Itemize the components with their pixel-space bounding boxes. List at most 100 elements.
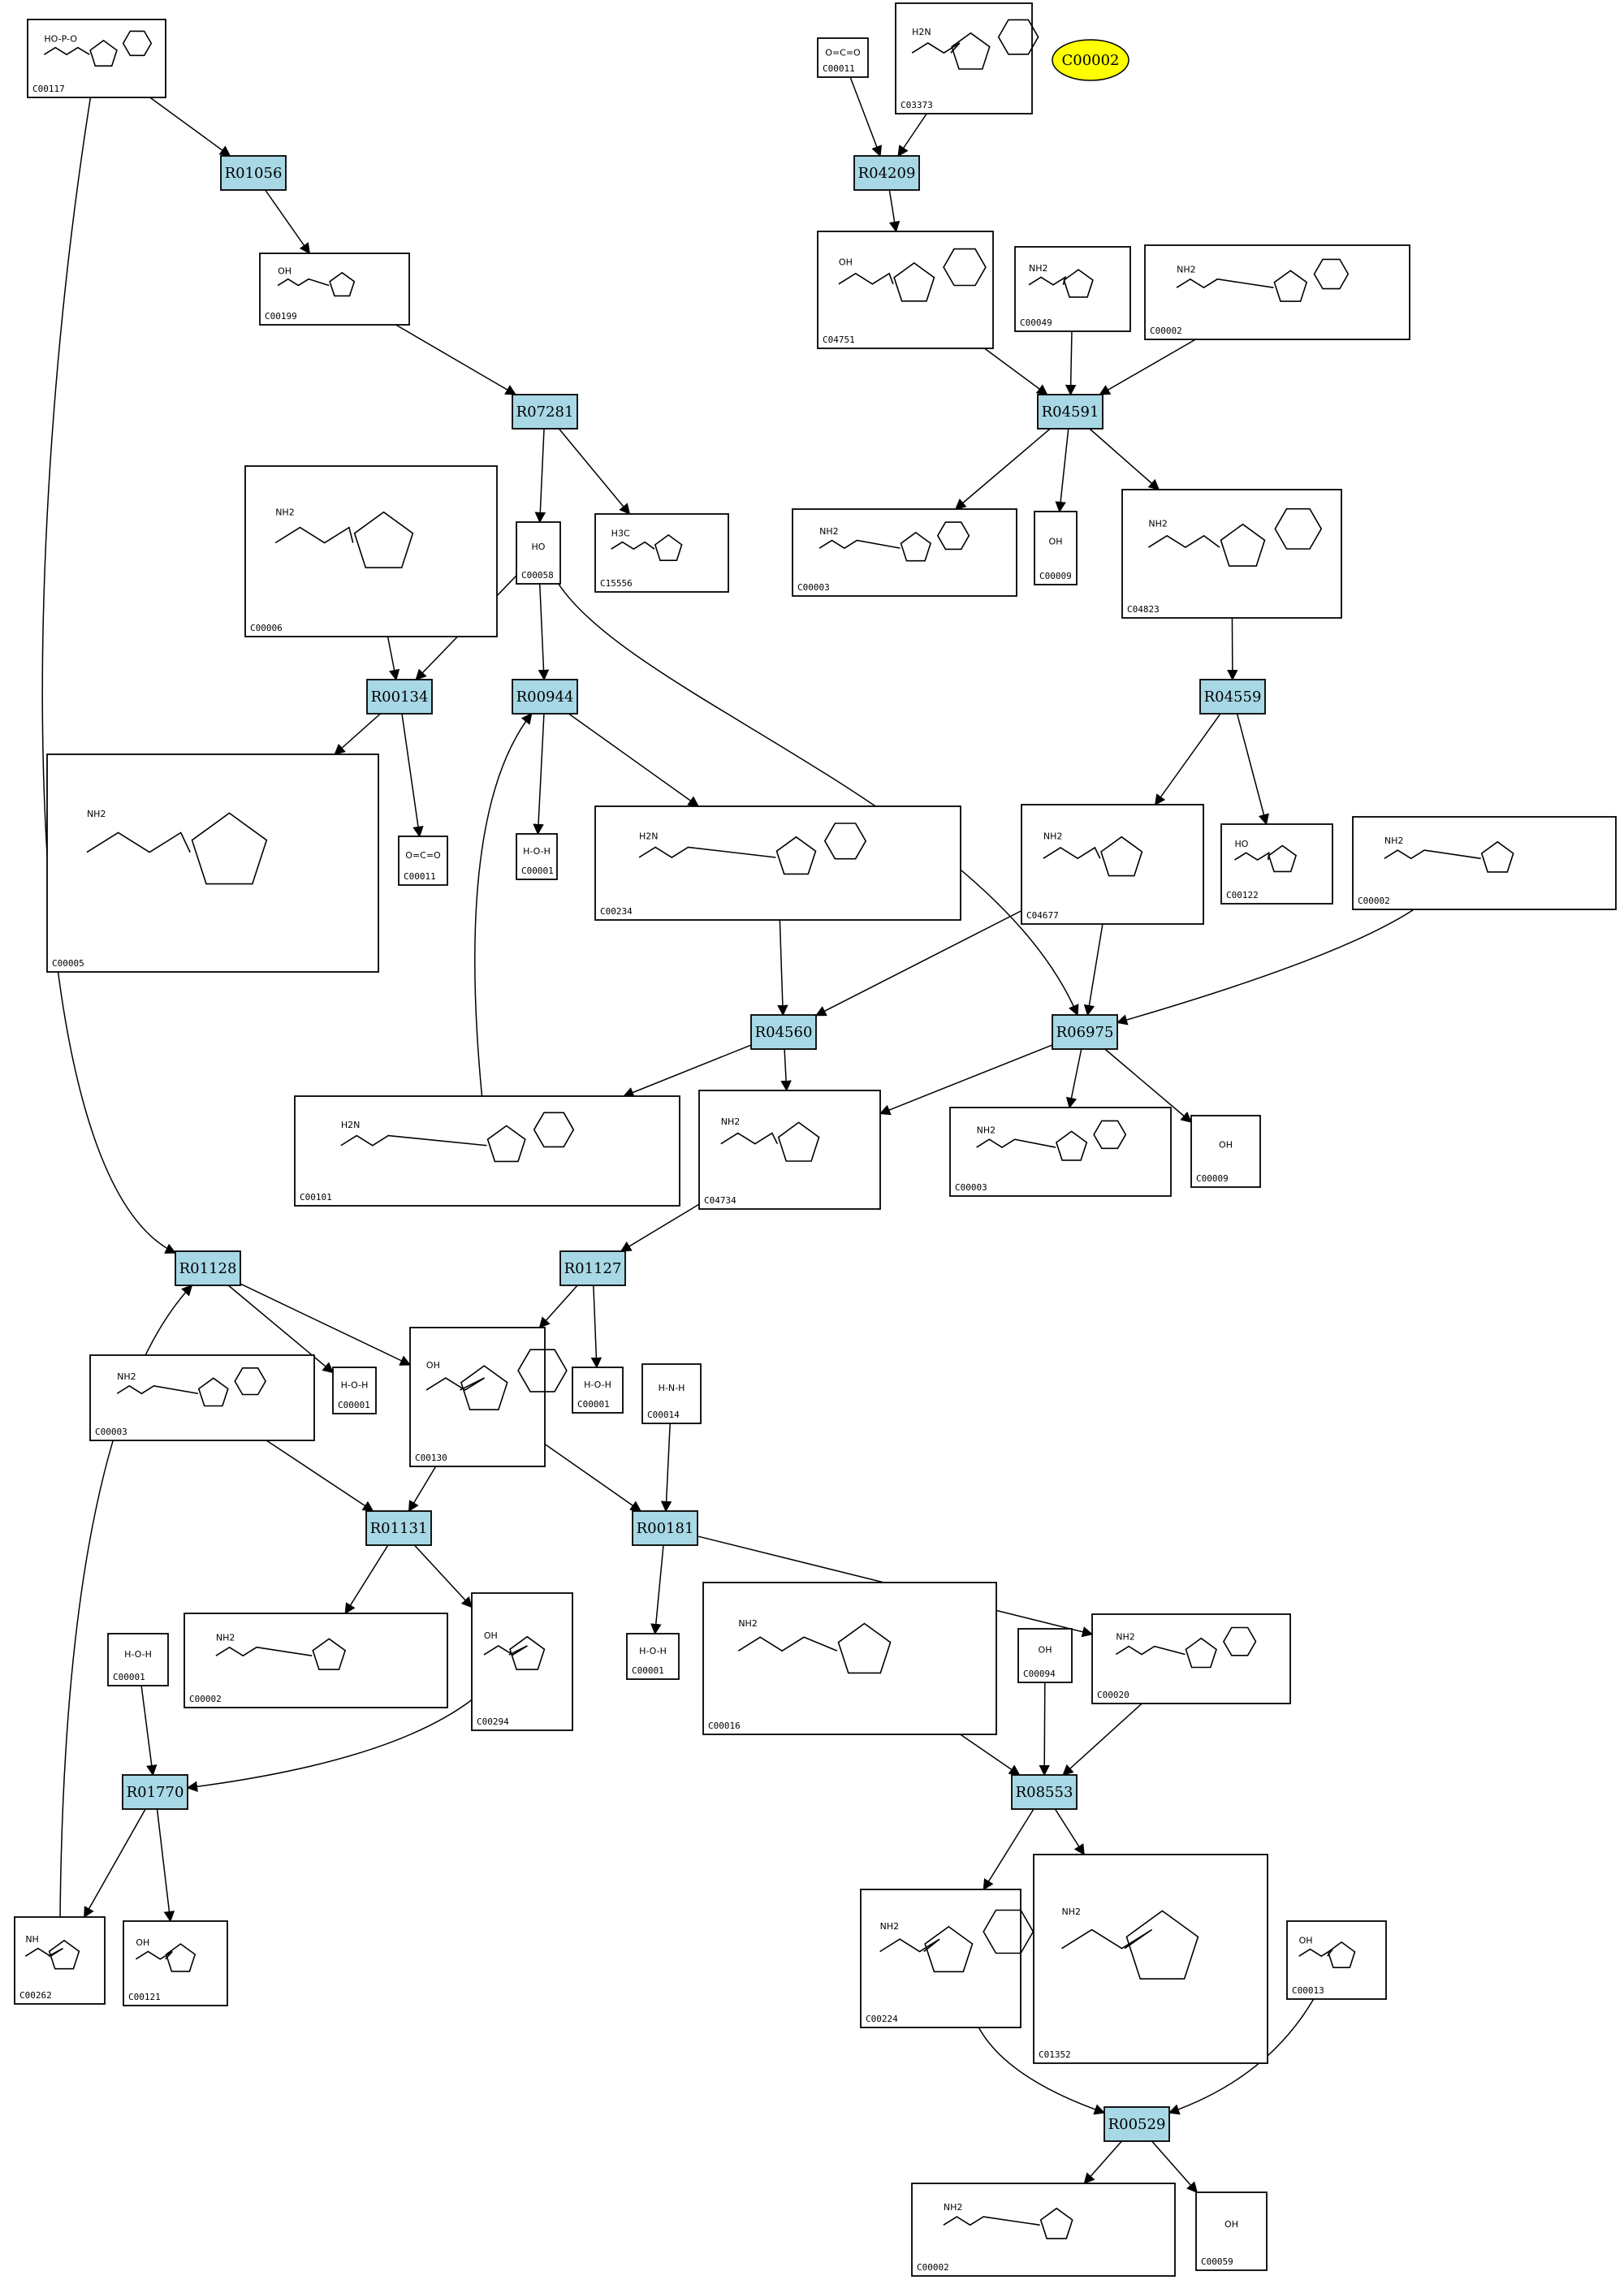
reaction-node-r04591[interactable]: R04591: [1037, 394, 1104, 430]
structure-drawing: O=C=O: [405, 850, 441, 861]
compound-frame: [107, 1633, 169, 1686]
reaction-node-r01127[interactable]: R01127: [559, 1250, 626, 1286]
reaction-node-r04559[interactable]: R04559: [1199, 679, 1266, 715]
formula-text: H-O-H: [124, 1649, 152, 1660]
reaction-node-r08553[interactable]: R08553: [1011, 1774, 1078, 1810]
compound-frame: [1121, 489, 1342, 619]
edge-r01128-to-c00130: [240, 1283, 412, 1366]
formula-text: OH: [1039, 1645, 1052, 1656]
reaction-node-r01128[interactable]: R01128: [175, 1250, 241, 1286]
formula-text: NH2: [275, 507, 295, 517]
formula-text: O=C=O: [825, 48, 861, 58]
formula-text: H-O-H: [523, 846, 551, 857]
reaction-node-r04209[interactable]: R04209: [853, 155, 920, 191]
structure-drawing: H-O-H: [341, 1380, 369, 1391]
structure-drawing: H-O-H: [523, 846, 551, 857]
reaction-node-r04560[interactable]: R04560: [750, 1014, 817, 1050]
compound-frame: [895, 2, 1033, 114]
formula-text: NH2: [1029, 263, 1048, 274]
reaction-node-r00944[interactable]: R00944: [512, 679, 578, 715]
edge-r04591-to-c00003_a: [954, 428, 1051, 510]
edge-r01131-to-c00002_c: [344, 1544, 389, 1615]
reaction-node-r07281[interactable]: R07281: [512, 394, 578, 430]
structure-drawing: H-O-H: [584, 1380, 611, 1390]
edge-r01131-to-c00294: [413, 1544, 473, 1609]
reaction-id-label: R04560: [755, 1024, 813, 1041]
edge-r06975-to-c04734: [879, 1044, 1053, 1116]
reaction-node-r06975[interactable]: R06975: [1052, 1014, 1118, 1050]
compound-frame: [949, 1107, 1172, 1197]
compound-box-c00011[interactable]: O=C=O C00011: [817, 37, 869, 78]
edge-c00013-to-r00529: [1168, 1998, 1315, 2115]
reaction-node-r01131[interactable]: R01131: [365, 1510, 432, 1546]
compound-id-label: C00003: [955, 1182, 987, 1193]
reaction-id-label: R00529: [1108, 2116, 1166, 2133]
compound-frame: [1034, 511, 1078, 585]
compound-id-label: C00011: [823, 63, 855, 74]
reaction-node-r00529[interactable]: R00529: [1104, 2106, 1170, 2142]
structure-drawing: OH: [1298, 1936, 1356, 1968]
compound-frame: [1190, 1115, 1261, 1188]
edge-r00134-to-c00005: [334, 713, 381, 755]
reaction-node-r00181[interactable]: R00181: [632, 1510, 698, 1546]
edge-c00011_a-to-r04209: [849, 76, 883, 158]
structure-drawing: HO: [532, 542, 546, 552]
edge-layer: [41, 76, 1415, 2194]
formula-text: H2N: [639, 831, 659, 841]
structure-drawing: OH: [1224, 2219, 1238, 2230]
highlighted-compound-ellipse[interactable]: [1052, 39, 1129, 81]
edge-r01056-to-c00199: [265, 189, 311, 255]
reaction-node-r01770[interactable]: R01770: [122, 1774, 188, 1810]
reaction-node-r00134[interactable]: R00134: [366, 679, 433, 715]
structure-drawing: NH2: [879, 1909, 1034, 1973]
compound-frame: [1033, 1854, 1268, 2064]
reaction-node-r01056[interactable]: R01056: [220, 155, 287, 191]
compound-id-label: C00003: [797, 582, 830, 593]
edge-c00002_b-to-r06975: [1116, 909, 1415, 1026]
structure-drawing: NH2: [86, 809, 268, 885]
structure-drawing: OH: [135, 1937, 197, 1972]
